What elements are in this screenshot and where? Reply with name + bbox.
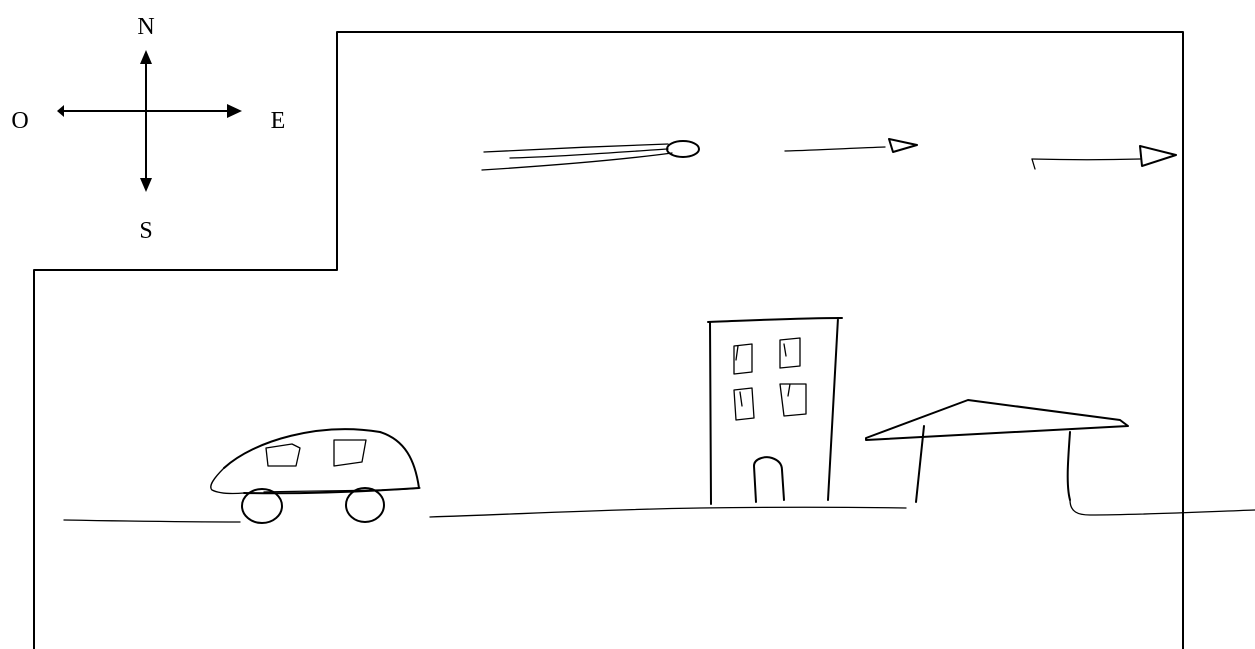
arrow-north-icon xyxy=(140,50,152,64)
comet-sketch xyxy=(482,141,699,170)
motion-arrow-middle xyxy=(785,139,917,152)
compass-south-label: S xyxy=(139,218,152,244)
building-window-3 xyxy=(734,388,754,420)
arrow-west-icon xyxy=(57,105,64,117)
building-window-4 xyxy=(780,384,806,416)
frame-outline xyxy=(34,32,1183,649)
arrow-east-icon xyxy=(227,104,242,118)
shelter-roof xyxy=(866,400,1128,440)
car-wheel-rear-icon xyxy=(346,488,384,522)
arrow-south-icon xyxy=(140,178,152,192)
building-sketch xyxy=(708,318,842,504)
building-outline xyxy=(708,318,842,504)
comet-head-icon xyxy=(667,141,699,157)
shelter-post-right xyxy=(1068,432,1070,500)
building-window-1 xyxy=(734,344,752,374)
car-sketch xyxy=(211,429,420,523)
car-window-front xyxy=(266,444,300,466)
compass-east-label: E xyxy=(271,108,286,134)
car-window-rear xyxy=(334,440,366,466)
building-window-2 xyxy=(780,338,800,368)
compass-west-label: O xyxy=(11,108,28,134)
compass-rose: N S E O xyxy=(11,14,285,244)
shelter-sketch xyxy=(866,400,1128,502)
compass-north-label: N xyxy=(137,14,154,40)
motion-arrow-right xyxy=(1032,146,1176,169)
building-door-icon xyxy=(754,457,784,502)
car-body xyxy=(224,429,419,493)
